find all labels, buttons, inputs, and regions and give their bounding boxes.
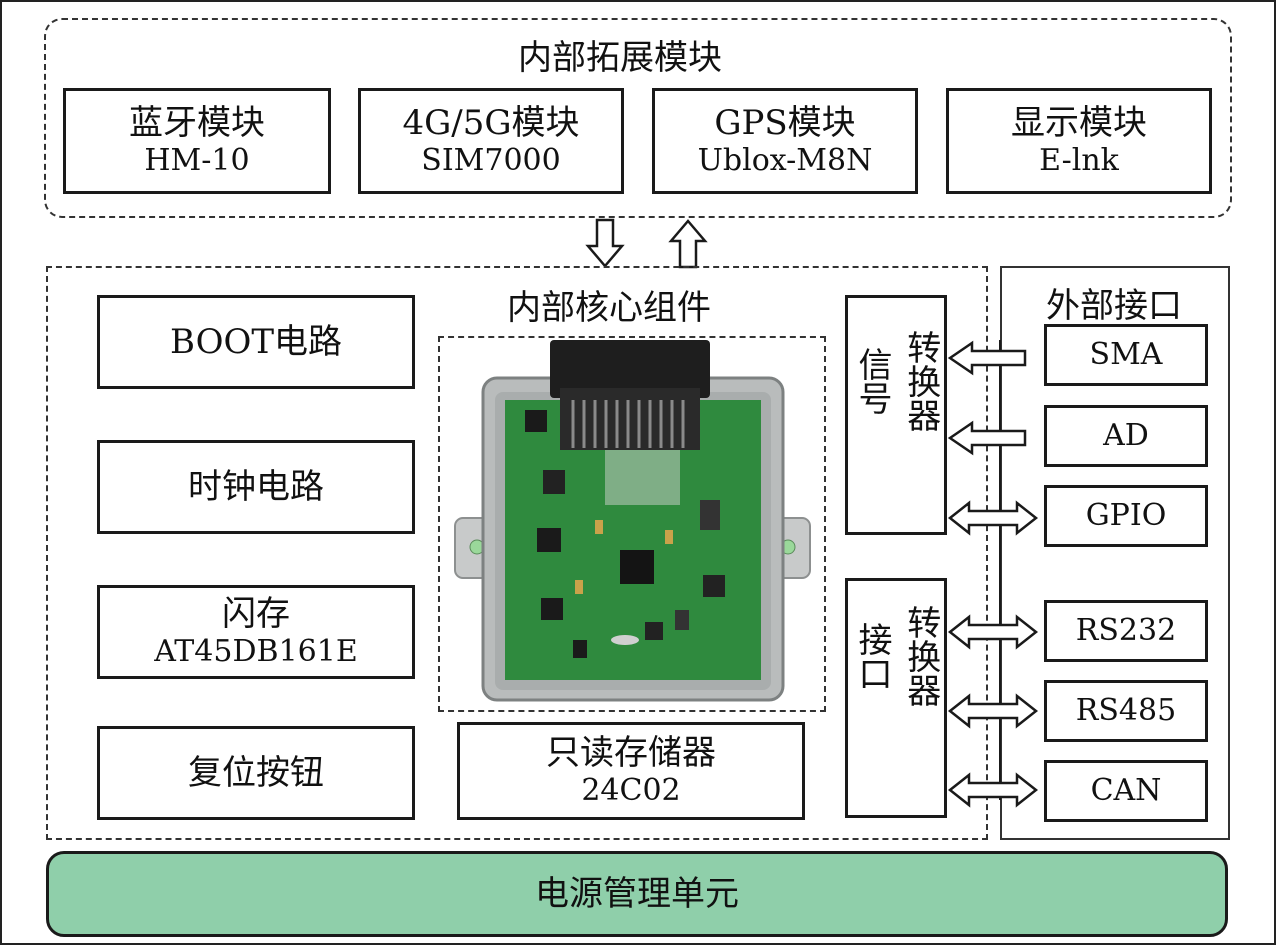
clock-circuit: 时钟电路 <box>97 440 415 534</box>
port-can: CAN <box>1044 760 1208 822</box>
double-arrow-icon <box>947 614 1039 650</box>
port-gpio: GPIO <box>1044 485 1208 547</box>
port-gpio-label: GPIO <box>1085 498 1167 534</box>
port-rs485-label: RS485 <box>1075 693 1177 729</box>
rom-model: 24C02 <box>581 773 681 809</box>
rom-block: 只读存储器 24C02 <box>457 722 805 820</box>
port-ad-label: AD <box>1103 418 1149 454</box>
cellular-module-name: 4G/5G模块 <box>402 103 580 144</box>
bluetooth-module: 蓝牙模块 HM-10 <box>63 88 331 194</box>
internal-extension-title: 内部拓展模块 <box>518 38 722 78</box>
port-sma-label: SMA <box>1089 337 1163 373</box>
port-can-label: CAN <box>1090 773 1162 809</box>
port-ad: AD <box>1044 405 1208 467</box>
reset-button-label: 复位按钮 <box>188 752 324 793</box>
flash-memory-name: 闪存 <box>222 594 290 635</box>
gps-module: GPS模块 Ublox-M8N <box>652 88 918 194</box>
signal-converter-label: 信号 转换器 <box>851 330 941 432</box>
clock-circuit-label: 时钟电路 <box>188 466 324 507</box>
interface-converter-line1: 接口 <box>852 622 892 690</box>
double-arrow-icon <box>947 693 1039 729</box>
left-arrow-icon <box>947 340 1027 376</box>
signal-converter-line1: 信号 <box>852 347 892 415</box>
signal-converter-line2: 转换器 <box>900 330 941 432</box>
boot-circuit-label: BOOT电路 <box>169 321 343 362</box>
cellular-module-model: SIM7000 <box>421 143 561 179</box>
gps-module-name: GPS模块 <box>714 103 856 144</box>
bluetooth-module-name: 蓝牙模块 <box>129 103 265 144</box>
flash-memory: 闪存 AT45DB161E <box>97 585 415 679</box>
double-arrow-icon <box>947 500 1039 536</box>
display-module-model: E-lnk <box>1039 143 1119 179</box>
power-management-unit: 电源管理单元 <box>46 851 1228 937</box>
port-sma: SMA <box>1044 324 1208 386</box>
interface-converter <box>845 578 947 818</box>
left-arrow-icon <box>947 420 1027 456</box>
rom-name: 只读存储器 <box>546 733 716 774</box>
flash-memory-model: AT45DB161E <box>154 634 358 670</box>
display-module-name: 显示模块 <box>1011 103 1147 144</box>
port-rs232-label: RS232 <box>1075 613 1177 649</box>
boot-circuit: BOOT电路 <box>97 295 415 389</box>
external-interface-title: 外部接口 <box>1046 286 1182 326</box>
internal-core-group <box>46 266 988 840</box>
reset-button-block: 复位按钮 <box>97 726 415 820</box>
double-arrow-icon <box>947 772 1039 808</box>
gps-module-model: Ublox-M8N <box>697 143 873 179</box>
pcb-photo-frame <box>438 336 826 712</box>
ecu-circuit-board-icon <box>454 340 811 702</box>
port-rs485: RS485 <box>1044 680 1208 742</box>
internal-core-title: 内部核心组件 <box>507 288 711 328</box>
port-rs232: RS232 <box>1044 600 1208 662</box>
cellular-module: 4G/5G模块 SIM7000 <box>358 88 624 194</box>
display-module: 显示模块 E-lnk <box>946 88 1212 194</box>
interface-converter-label: 接口 转换器 <box>851 605 941 707</box>
bluetooth-module-model: HM-10 <box>144 143 250 179</box>
signal-converter <box>845 295 947 535</box>
power-management-label: 电源管理单元 <box>535 873 739 914</box>
interface-converter-line2: 转换器 <box>900 605 941 707</box>
down-arrow-icon <box>585 218 625 268</box>
internal-extension-group <box>44 18 1232 218</box>
